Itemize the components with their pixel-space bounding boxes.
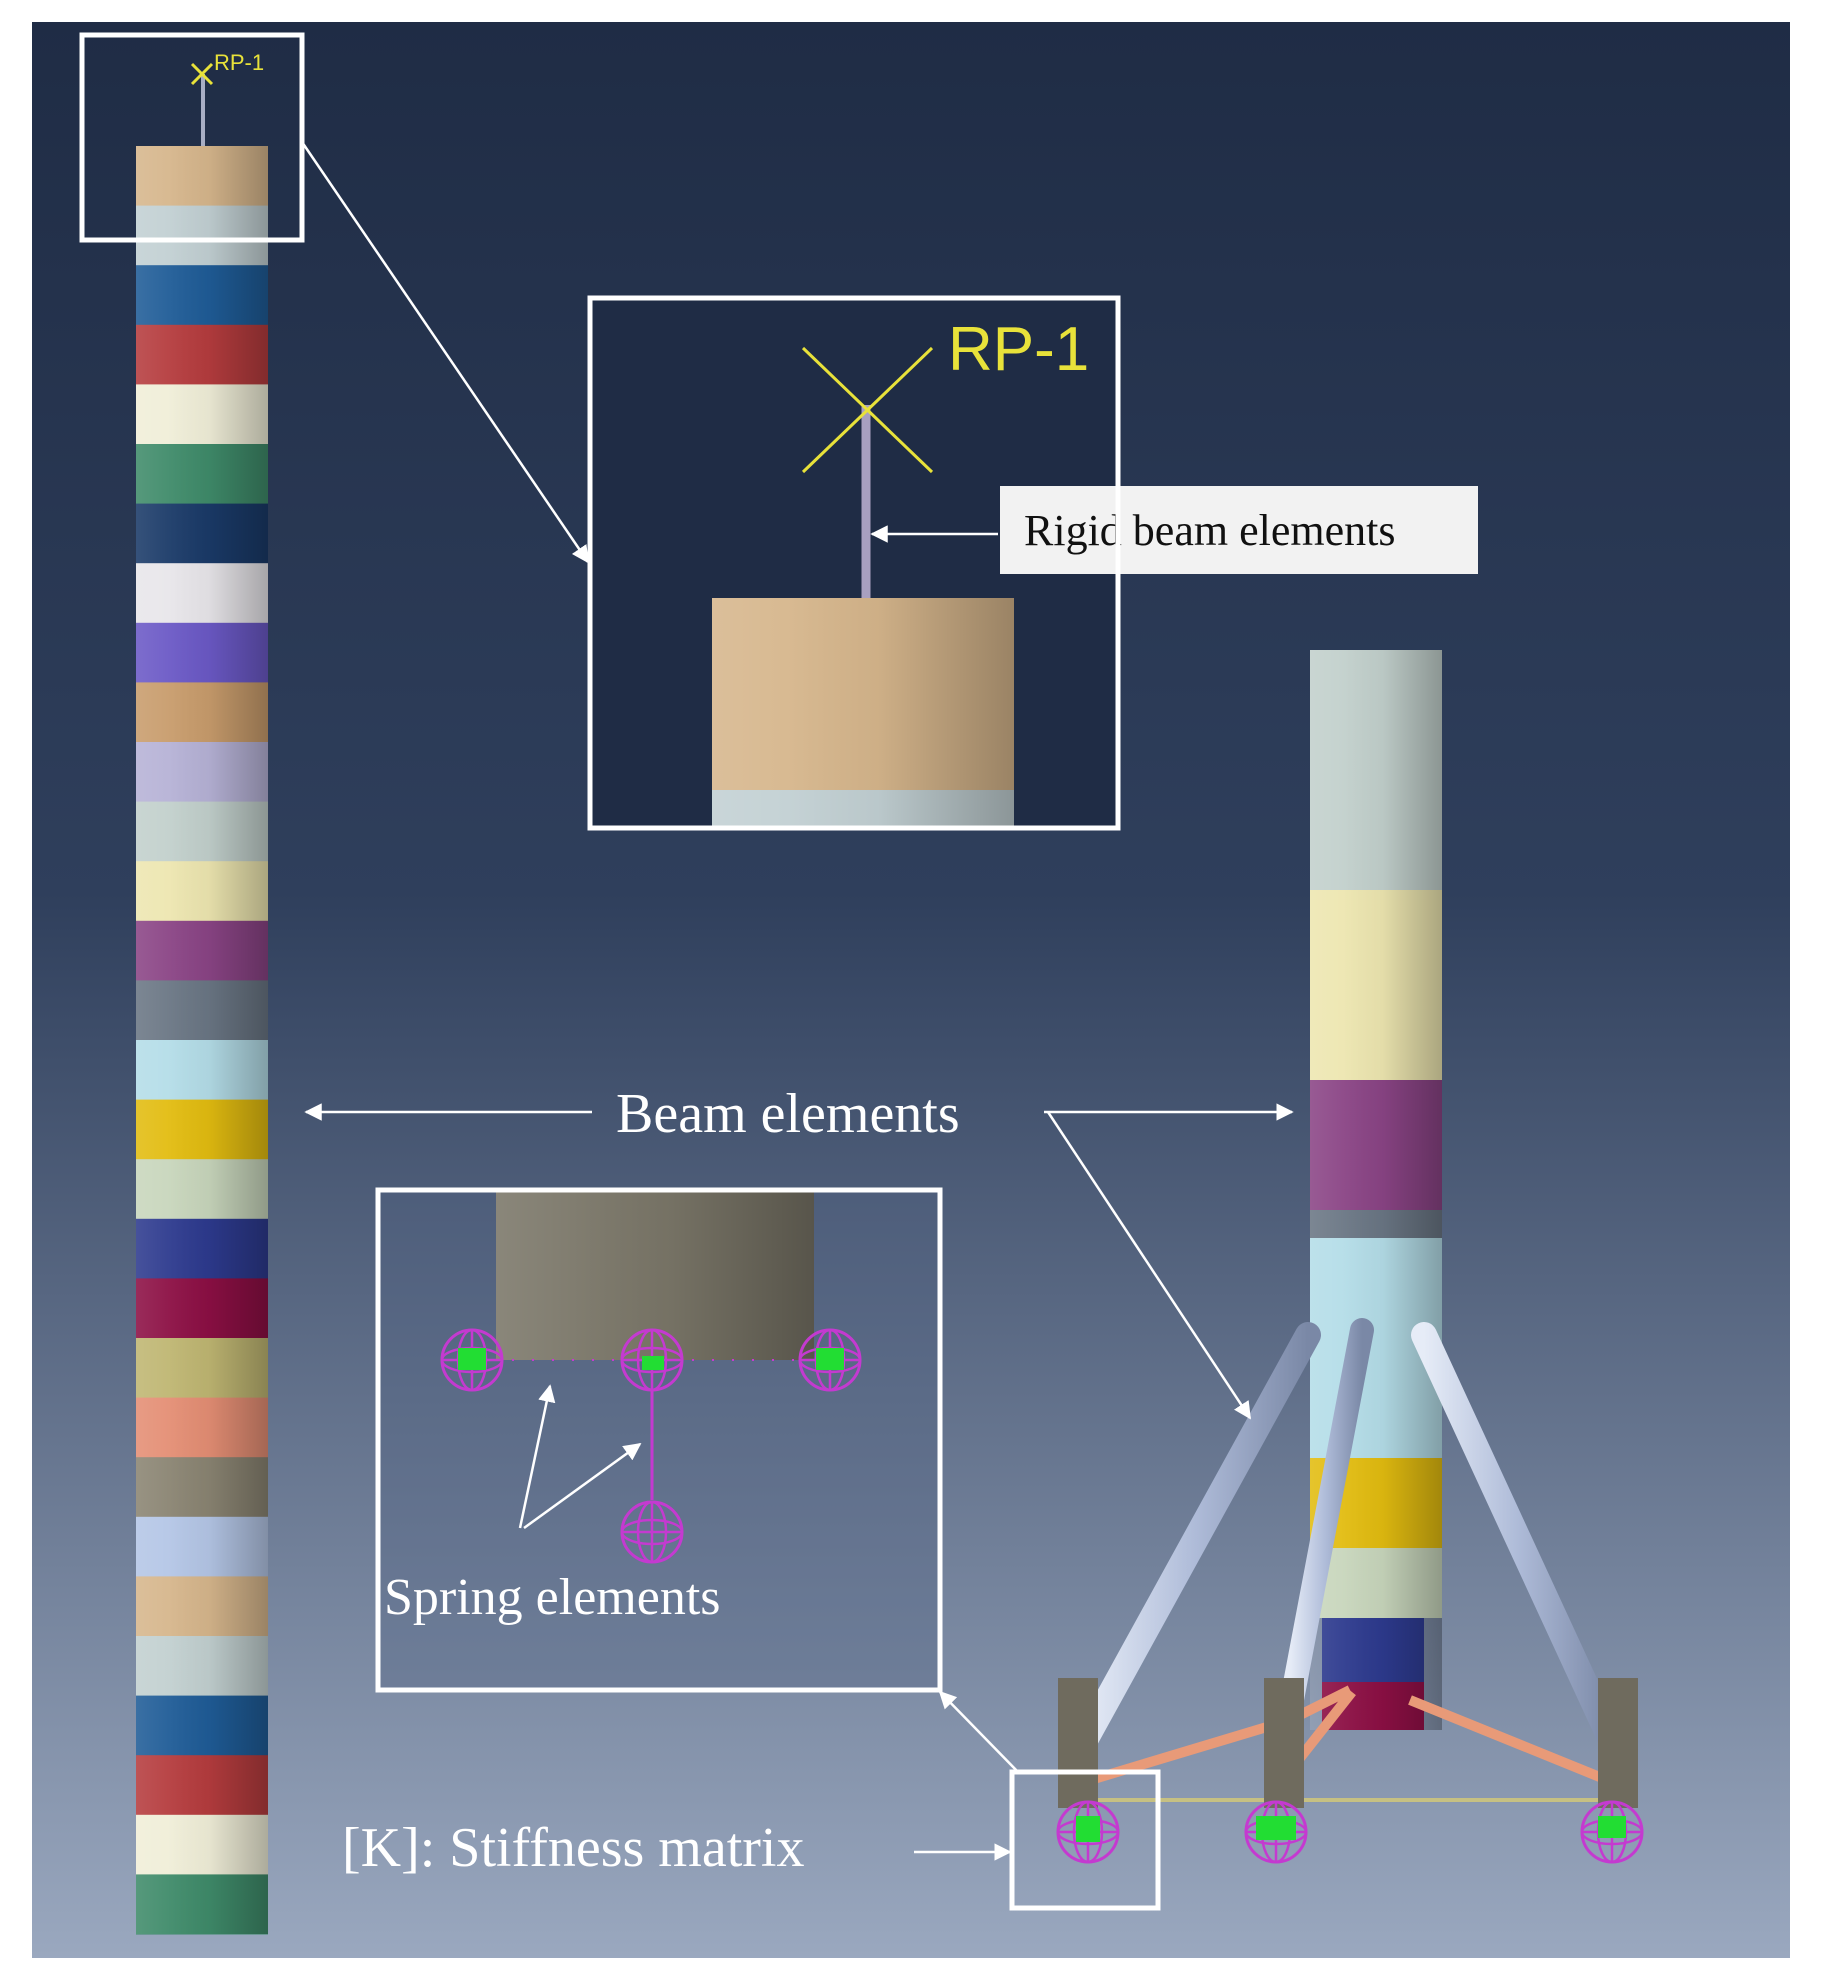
zoom-box-base [1009, 1769, 1161, 1911]
jacket-brace-right [1411, 1322, 1625, 1755]
mud-brace-3 [1296, 1688, 1356, 1762]
rp-label-small: RP-1 [214, 50, 264, 75]
stiffness-matrix-label: [K]: Stiffness matrix [342, 1817, 804, 1879]
inset-spring-node-center [620, 1328, 684, 1392]
stiffness-callout: [K]: Stiffness matrix [342, 1690, 1161, 1911]
pile-leg-1 [1058, 1678, 1098, 1808]
spring-arrow-1 [518, 1384, 556, 1529]
tower-column [136, 74, 268, 1935]
rp-marker-large: RP-1 [801, 315, 1089, 474]
rp-label-large: RP-1 [948, 315, 1089, 384]
rigid-beam-label: Rigid beam elements [1024, 506, 1395, 555]
inset-rigid-beam: RP-1 Rigid beam elements [587, 295, 1478, 831]
beam-elements-label: Beam elements [616, 1083, 960, 1145]
jacket-brace-center [1278, 1318, 1374, 1722]
spring-arrow-2 [523, 1442, 642, 1530]
spring-elements-label: Spring elements [384, 1569, 721, 1626]
pile-leg-2 [1264, 1678, 1304, 1808]
base-spring-node-1 [1056, 1800, 1120, 1864]
rigid-beam-label-box [1000, 486, 1478, 574]
rp-marker-small: RP-1 [190, 50, 264, 86]
base-spring-node-2 [1244, 1800, 1308, 1864]
tower-shading [136, 146, 268, 1934]
beam-elements-callout: Beam elements [304, 1083, 1294, 1420]
inset-spring-node-left [440, 1328, 504, 1392]
zoom-arrow-top [300, 141, 590, 564]
jacket-brace-left [1071, 1322, 1321, 1755]
zoom-arrow-base [938, 1690, 1019, 1773]
pile-leg-3 [1598, 1678, 1638, 1808]
beam-arrow-diagonal [1046, 1111, 1252, 1420]
inset-spring-node-bottom [620, 1500, 684, 1564]
inset-spring-node-right [798, 1328, 862, 1392]
mud-brace-4 [1408, 1695, 1614, 1787]
base-spring-node-3 [1580, 1800, 1644, 1864]
zoom-box-top [79, 32, 305, 243]
inset-spring-elements: Spring elements [375, 1187, 943, 1693]
jacket-structure [1056, 650, 1644, 1864]
